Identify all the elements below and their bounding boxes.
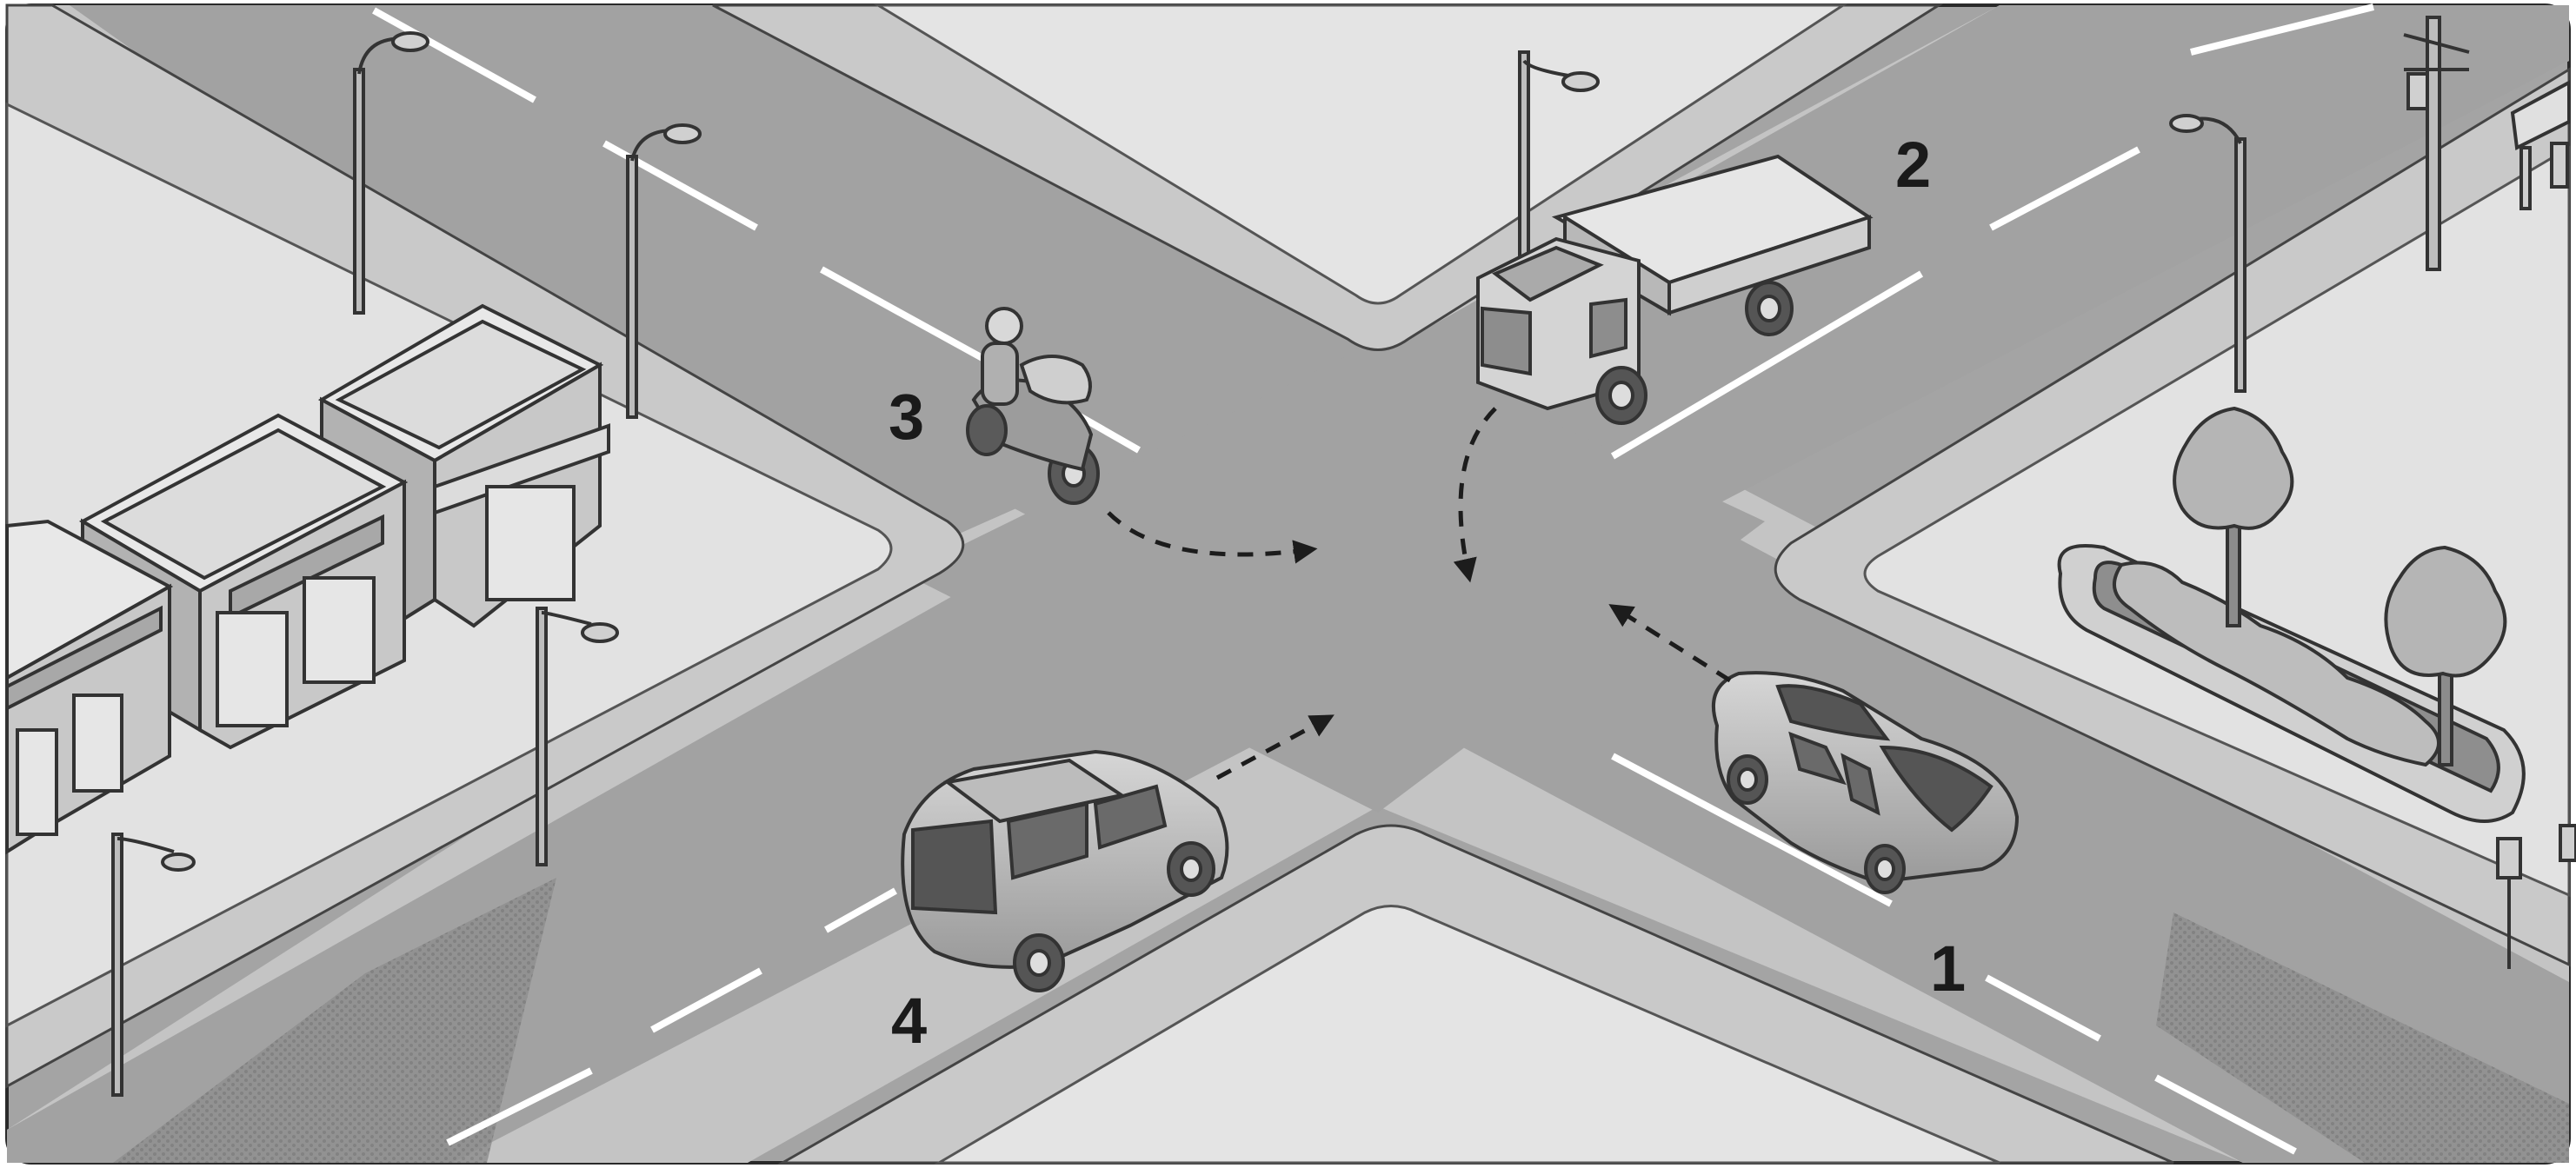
lane-markings [372, 3, 2374, 1155]
path-arrow-motorcycle [1107, 511, 1318, 564]
street-lamp [353, 31, 429, 315]
path-arrow-suv [1215, 714, 1335, 780]
label-suv: 4 [891, 985, 927, 1057]
label-truck: 2 [1895, 129, 1931, 201]
street-lamp [536, 607, 619, 866]
path-arrow-sedan [1608, 604, 1732, 683]
block-top-center [712, 3, 1944, 351]
label-car: 1 [1930, 932, 1966, 1005]
block-bottom [777, 824, 2174, 1165]
building [78, 413, 409, 750]
motorcycle [966, 307, 1100, 505]
street-lamp [2169, 114, 2247, 393]
tree [2173, 406, 2294, 627]
suv [901, 749, 1229, 992]
road-signs [2496, 824, 2576, 969]
label-motorcycle: 3 [889, 381, 924, 453]
path-arrow-truck [1453, 407, 1497, 583]
planter-with-trees [2057, 406, 2526, 823]
bus-shelter [2510, 79, 2571, 210]
street-lamp [111, 833, 196, 1097]
path-arrows [1107, 407, 1732, 780]
building [5, 519, 174, 855]
street-lamps [111, 16, 2470, 1097]
tree [2384, 545, 2507, 766]
crosswalk-patches [113, 878, 2569, 1163]
truck [1476, 154, 1874, 425]
storefront-buildings [5, 303, 610, 855]
utility-pole [2403, 16, 2470, 271]
street-lamp [626, 123, 702, 419]
sedan [1711, 671, 2020, 894]
